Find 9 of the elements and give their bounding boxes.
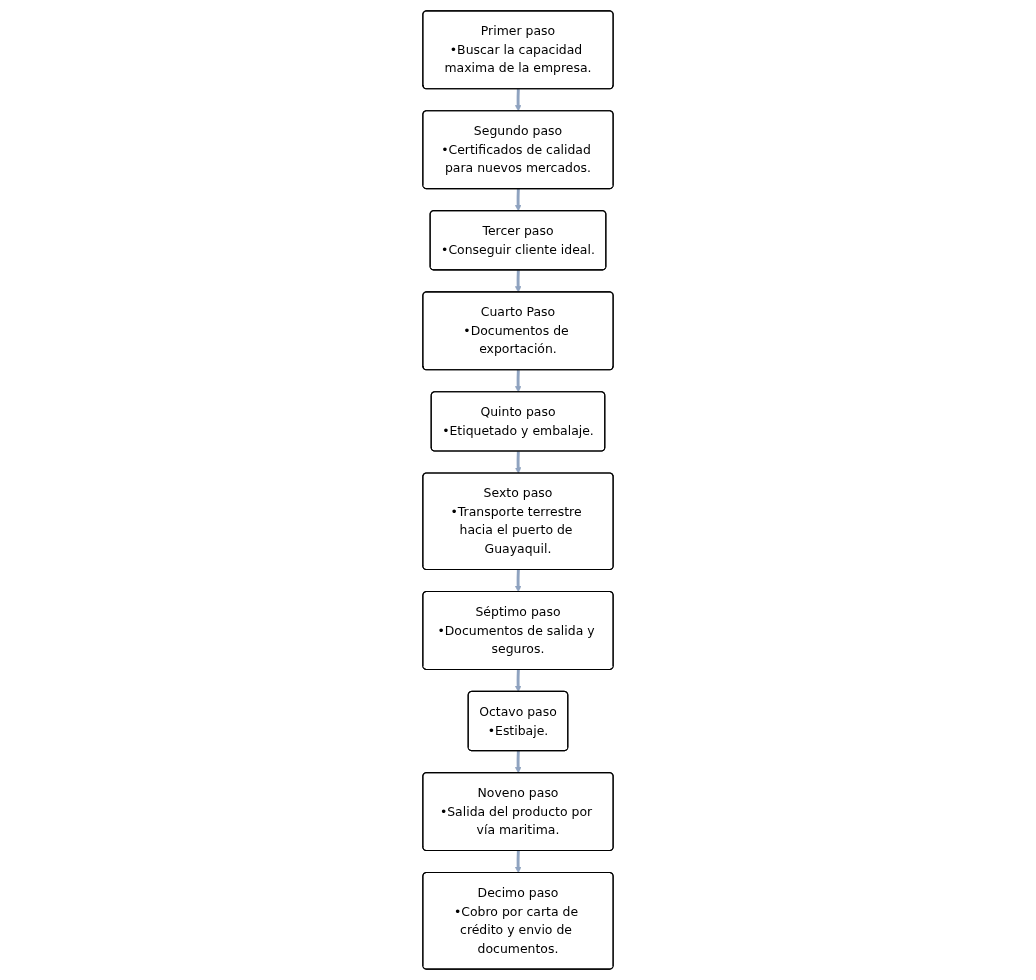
arrow	[514, 89, 522, 112]
arrow	[514, 270, 522, 293]
arrow	[514, 850, 522, 874]
arrow	[514, 451, 522, 474]
arrow	[514, 569, 522, 593]
arrow	[514, 189, 522, 212]
arrow	[514, 751, 522, 774]
arrow	[514, 370, 522, 393]
arrow	[514, 669, 522, 693]
